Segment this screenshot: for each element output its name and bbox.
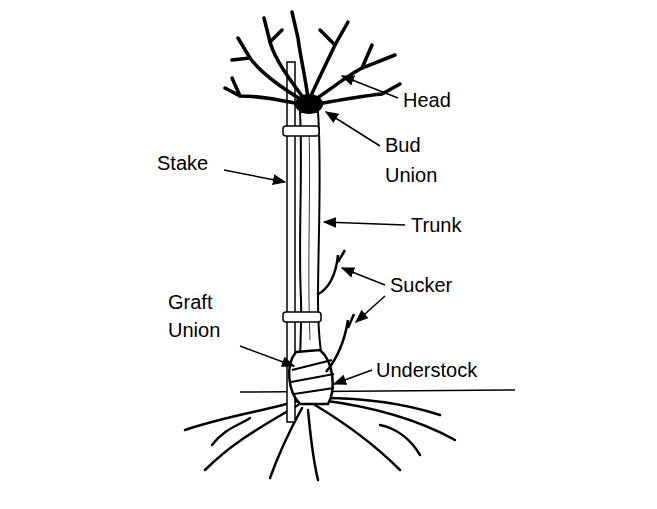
trunk-texture — [309, 130, 310, 340]
leader-lines — [224, 76, 405, 384]
part-label: Graft Union — [168, 288, 220, 344]
branch — [270, 30, 282, 42]
branch — [362, 45, 372, 68]
root — [212, 418, 250, 445]
part-label: Stake — [157, 151, 208, 175]
leader-line — [224, 170, 285, 182]
tree-tie — [283, 312, 321, 322]
branch — [232, 78, 240, 96]
sucker-branch — [317, 250, 345, 295]
head-branches — [225, 12, 400, 104]
graft-union — [289, 350, 333, 404]
part-label: Understock — [376, 358, 477, 382]
root — [322, 398, 440, 415]
branch — [310, 22, 348, 98]
part-label: Trunk — [411, 213, 461, 237]
leader-line — [240, 346, 294, 366]
tree-tie — [283, 126, 319, 136]
leader-line — [356, 296, 385, 322]
leader-line — [326, 112, 380, 146]
roots — [185, 398, 455, 480]
leader-line — [324, 222, 405, 225]
branch — [320, 30, 335, 45]
part-label: Bud Union — [385, 130, 437, 190]
root — [205, 405, 298, 470]
part-label: Sucker — [390, 273, 452, 297]
sucker-branch — [326, 314, 354, 372]
root — [380, 425, 420, 455]
root — [270, 408, 302, 478]
branch — [232, 58, 250, 60]
leader-line — [342, 268, 385, 285]
root — [320, 400, 455, 440]
root — [308, 410, 318, 480]
ground-line — [240, 390, 515, 392]
branch — [264, 18, 305, 100]
part-label: Head — [403, 88, 451, 112]
bud-union-knot — [295, 94, 323, 114]
leader-line — [342, 76, 398, 98]
leader-line — [334, 370, 372, 384]
graft-union-hatching — [291, 360, 334, 394]
branch — [292, 12, 308, 98]
root — [315, 405, 400, 470]
